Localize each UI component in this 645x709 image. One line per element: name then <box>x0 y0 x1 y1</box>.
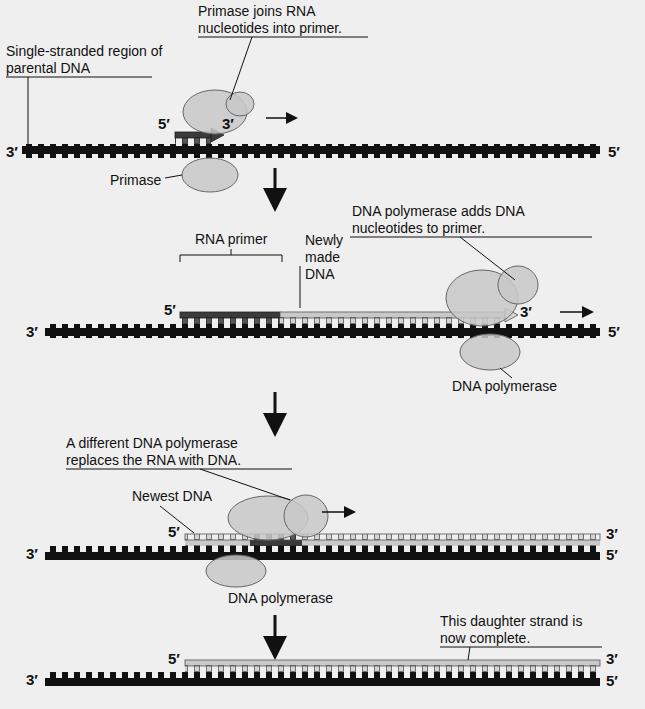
callout-text: DNA polymerase adds DNA nucleotides to p… <box>352 203 552 237</box>
strand-end: 5′ <box>168 650 180 667</box>
callout-text: A different DNA polymerase replaces the … <box>66 435 281 469</box>
part-label: Newest DNA <box>132 488 212 505</box>
strand-end: 5′ <box>158 115 170 132</box>
strand-end: 5′ <box>164 301 176 318</box>
strand-end: 3′ <box>26 323 38 340</box>
strand-end: 5′ <box>606 546 618 563</box>
panel-3 <box>45 469 600 587</box>
enzyme-label: Primase <box>110 172 161 189</box>
callout-text: This daughter strand is now complete. <box>440 613 605 647</box>
strand-end: 3′ <box>606 650 618 667</box>
strand-end: 3′ <box>520 303 532 320</box>
strand-end: 5′ <box>168 523 180 540</box>
part-label: Newly made DNA <box>305 232 367 283</box>
strand-end: 3′ <box>26 545 38 562</box>
panel-1 <box>6 37 600 192</box>
strand-end: 5′ <box>608 323 620 340</box>
strand-end: 5′ <box>606 672 618 689</box>
strand-end: 3′ <box>222 115 234 132</box>
strand-end: 3′ <box>606 525 618 542</box>
enzyme-label: DNA polymerase <box>228 590 333 607</box>
strand-end: 3′ <box>6 143 18 160</box>
part-label: RNA primer <box>195 231 267 248</box>
strand-end: 3′ <box>26 671 38 688</box>
callout-text: Single-stranded region of parental DNA <box>6 43 176 77</box>
callout-text: Primase joins RNA nucleotides into prime… <box>198 3 370 37</box>
strand-end: 5′ <box>608 143 620 160</box>
enzyme-label: DNA polymerase <box>452 378 557 395</box>
panel-4 <box>45 647 602 686</box>
